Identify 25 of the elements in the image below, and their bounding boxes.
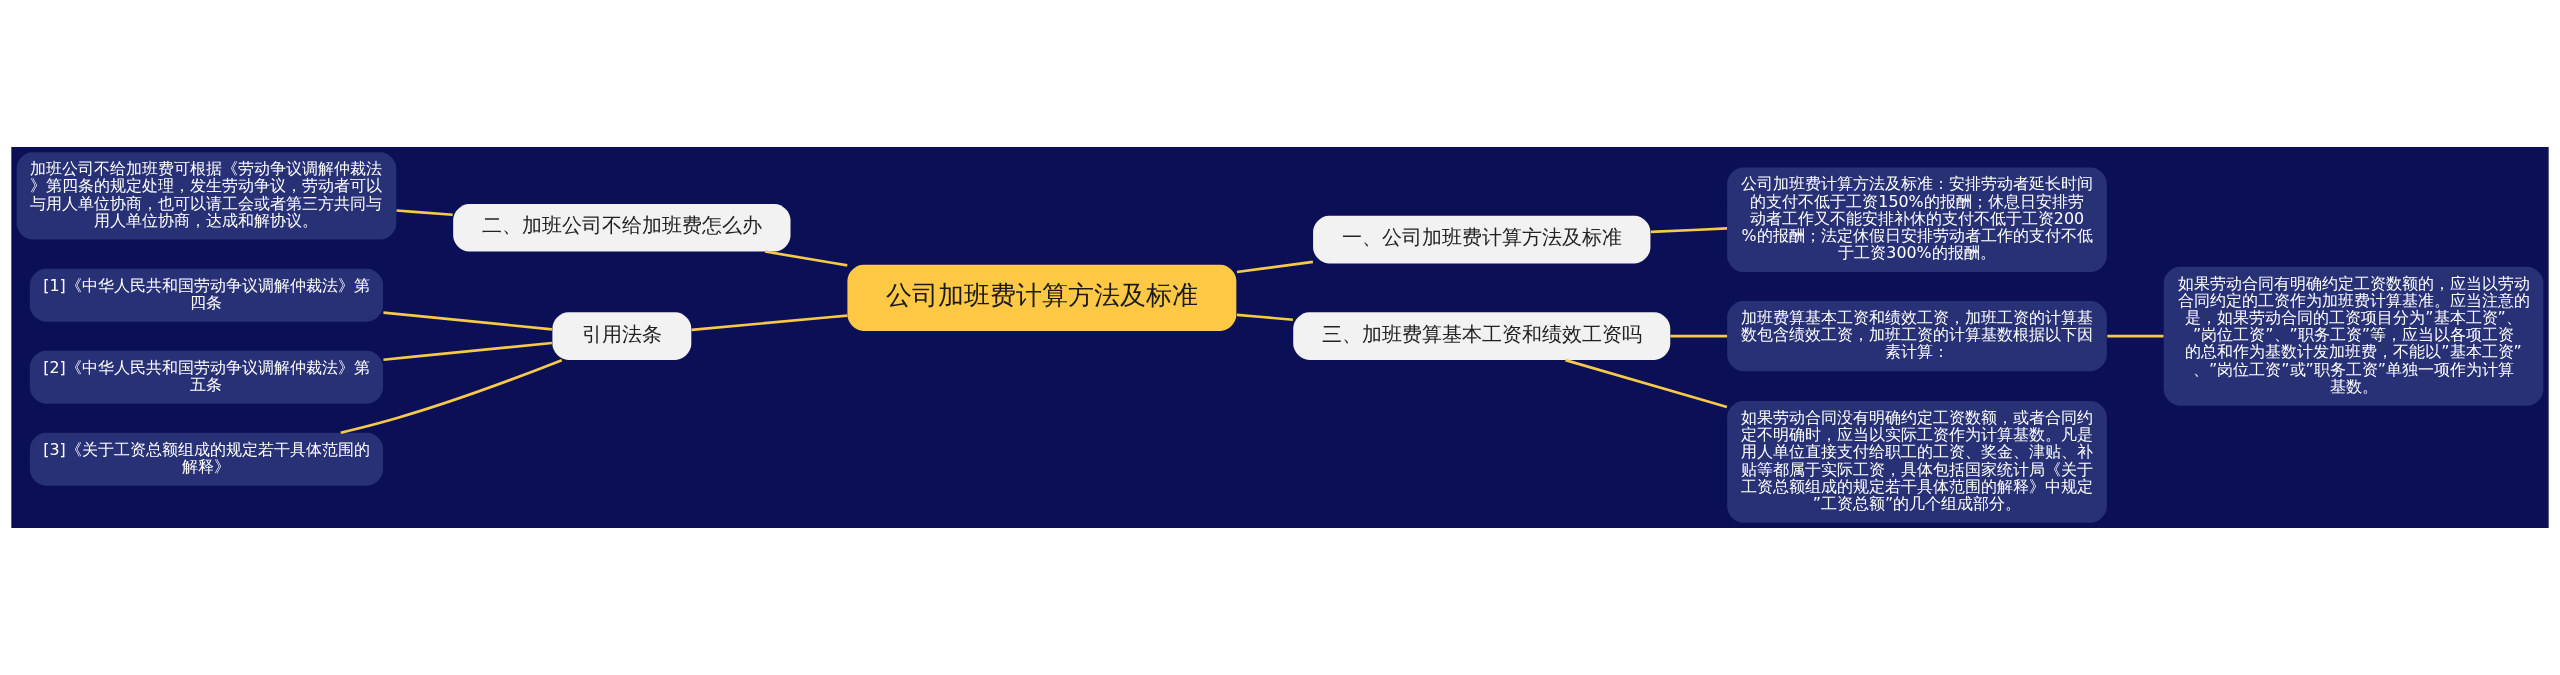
node-box: [2]《中华人民共和国劳动争议调解仲裁法》第五条 — [29, 350, 384, 404]
node-box: 一、公司加班费计算方法及标准 — [1313, 215, 1651, 264]
connector — [1565, 358, 1728, 409]
connector — [1670, 334, 1728, 338]
connector — [396, 209, 453, 217]
node-box: 如果劳动合同有明确约定工资数额的，应当以劳动合同约定的工资作为加班费计算基准。应当注意的是，如果劳动合同的工资项目分为”基本工资”、”岗位工资”、”职务工资”等，应当以各项工资的总和作为基数计发加班费，不能以”基本工资”、”岗位工资”或”职务工资”单独一项作为计算基数。 — [2163, 266, 2544, 406]
connector — [1236, 313, 1294, 322]
node-box: 三、加班费算基本工资和绩效工资吗 — [1293, 312, 1671, 360]
node-box: 如果劳动合同没有明确约定工资数额，或者合同约定不明确时，应当以实际工资作为计算基数。凡是用人单位直接支付给职工的工资、奖金、津贴、补贴等都属于实际工资，具体包括国家统计局《关于工资总额组成的规定若干具体范围的解释》中规定”工资总额”的几个组成部分。 — [1727, 401, 2107, 523]
connector — [383, 311, 553, 331]
connector — [691, 314, 848, 332]
node-box: 引用法条 — [552, 312, 692, 360]
connector — [764, 250, 848, 267]
node-box: 加班费算基本工资和绩效工资，加班工资的计算基数包含绩效工资，加班工资的计算基数根据以下因素计算： — [1727, 301, 2107, 372]
connector — [1236, 260, 1314, 274]
connector — [1650, 227, 1728, 234]
connector — [383, 341, 553, 362]
node-box: [1]《中华人民共和国劳动争议调解仲裁法》第四条 — [29, 268, 384, 322]
node-box: [3]《关于工资总额组成的规定若干具体范围的解释》 — [29, 432, 384, 486]
node-box: 公司加班费计算方法及标准 — [847, 264, 1237, 331]
connector — [2107, 334, 2164, 338]
node-box: 公司加班费计算方法及标准：安排劳动者延长时间的支付不低于工资150%的报酬；休息日安排劳动者工作又不能安排补休的支付不低于工资200%的报酬；法定休假日安排劳动者工作的支付不低于工资300%的报酬。 — [1727, 167, 2107, 272]
node-box: 加班公司不给加班费可根据《劳动争议调解仲裁法》第四条的规定处理，发生劳动争议，劳动者可以与用人单位协商，也可以请工会或者第三方共同与用人单位协商，达成和解协议。 — [16, 152, 397, 240]
node-box: 二、加班公司不给加班费怎么办 — [453, 203, 791, 252]
connector — [340, 358, 563, 434]
